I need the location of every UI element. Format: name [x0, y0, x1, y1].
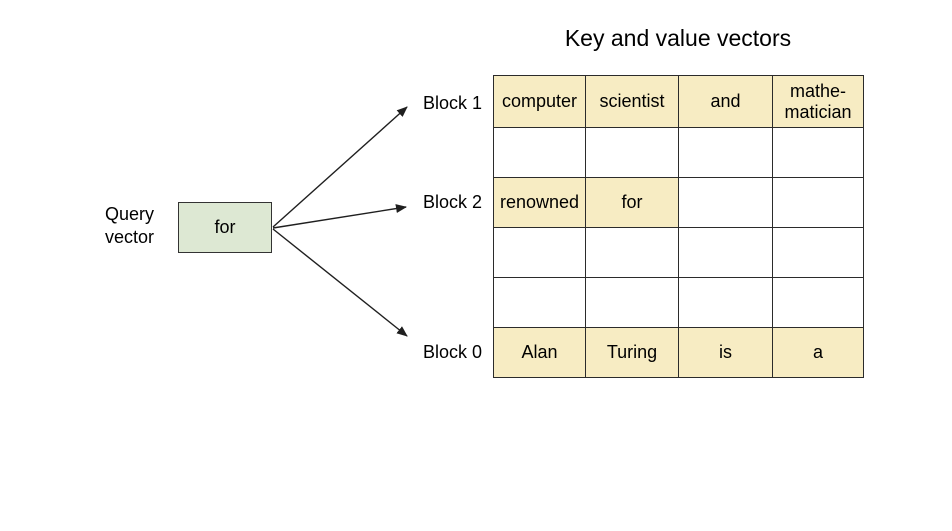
diagram-title: Key and value vectors [564, 25, 792, 51]
arrow-to-block-0 [272, 228, 408, 337]
query-vector-label: Query vector [105, 204, 155, 247]
table-cell [678, 177, 773, 228]
block-1-label: Block 1 [422, 93, 482, 113]
table-row [493, 127, 864, 178]
table-cell [493, 227, 586, 278]
table-cell [493, 127, 586, 178]
table-cell: Turing [585, 327, 679, 378]
table-cell: scientist [585, 75, 679, 128]
table-row [493, 227, 864, 278]
table-cell: mathe-matician [772, 75, 864, 128]
table-cell: a [772, 327, 864, 378]
table-row [493, 277, 864, 328]
table-row: computer scientist and mathe-matician [493, 75, 864, 128]
table-cell: Alan [493, 327, 586, 378]
table-cell [772, 127, 864, 178]
table-cell [678, 227, 773, 278]
table-cell: renowned [493, 177, 586, 228]
block-2-label: Block 2 [422, 192, 482, 212]
table-cell [678, 127, 773, 178]
table-cell [585, 227, 679, 278]
table-cell [772, 227, 864, 278]
table-row: renowned for [493, 177, 864, 228]
table-row: Alan Turing is a [493, 327, 864, 378]
block-0-label: Block 0 [422, 342, 482, 362]
table-cell: and [678, 75, 773, 128]
table-cell: is [678, 327, 773, 378]
table-cell: computer [493, 75, 586, 128]
table-cell: for [585, 177, 679, 228]
table-cell [493, 277, 586, 328]
table-cell [585, 277, 679, 328]
query-vector-box: for [178, 202, 272, 253]
table-cell [678, 277, 773, 328]
table-cell [772, 277, 864, 328]
table-cell [585, 127, 679, 178]
key-value-table: computer scientist and mathe-matician re… [493, 75, 864, 378]
table-cell [772, 177, 864, 228]
